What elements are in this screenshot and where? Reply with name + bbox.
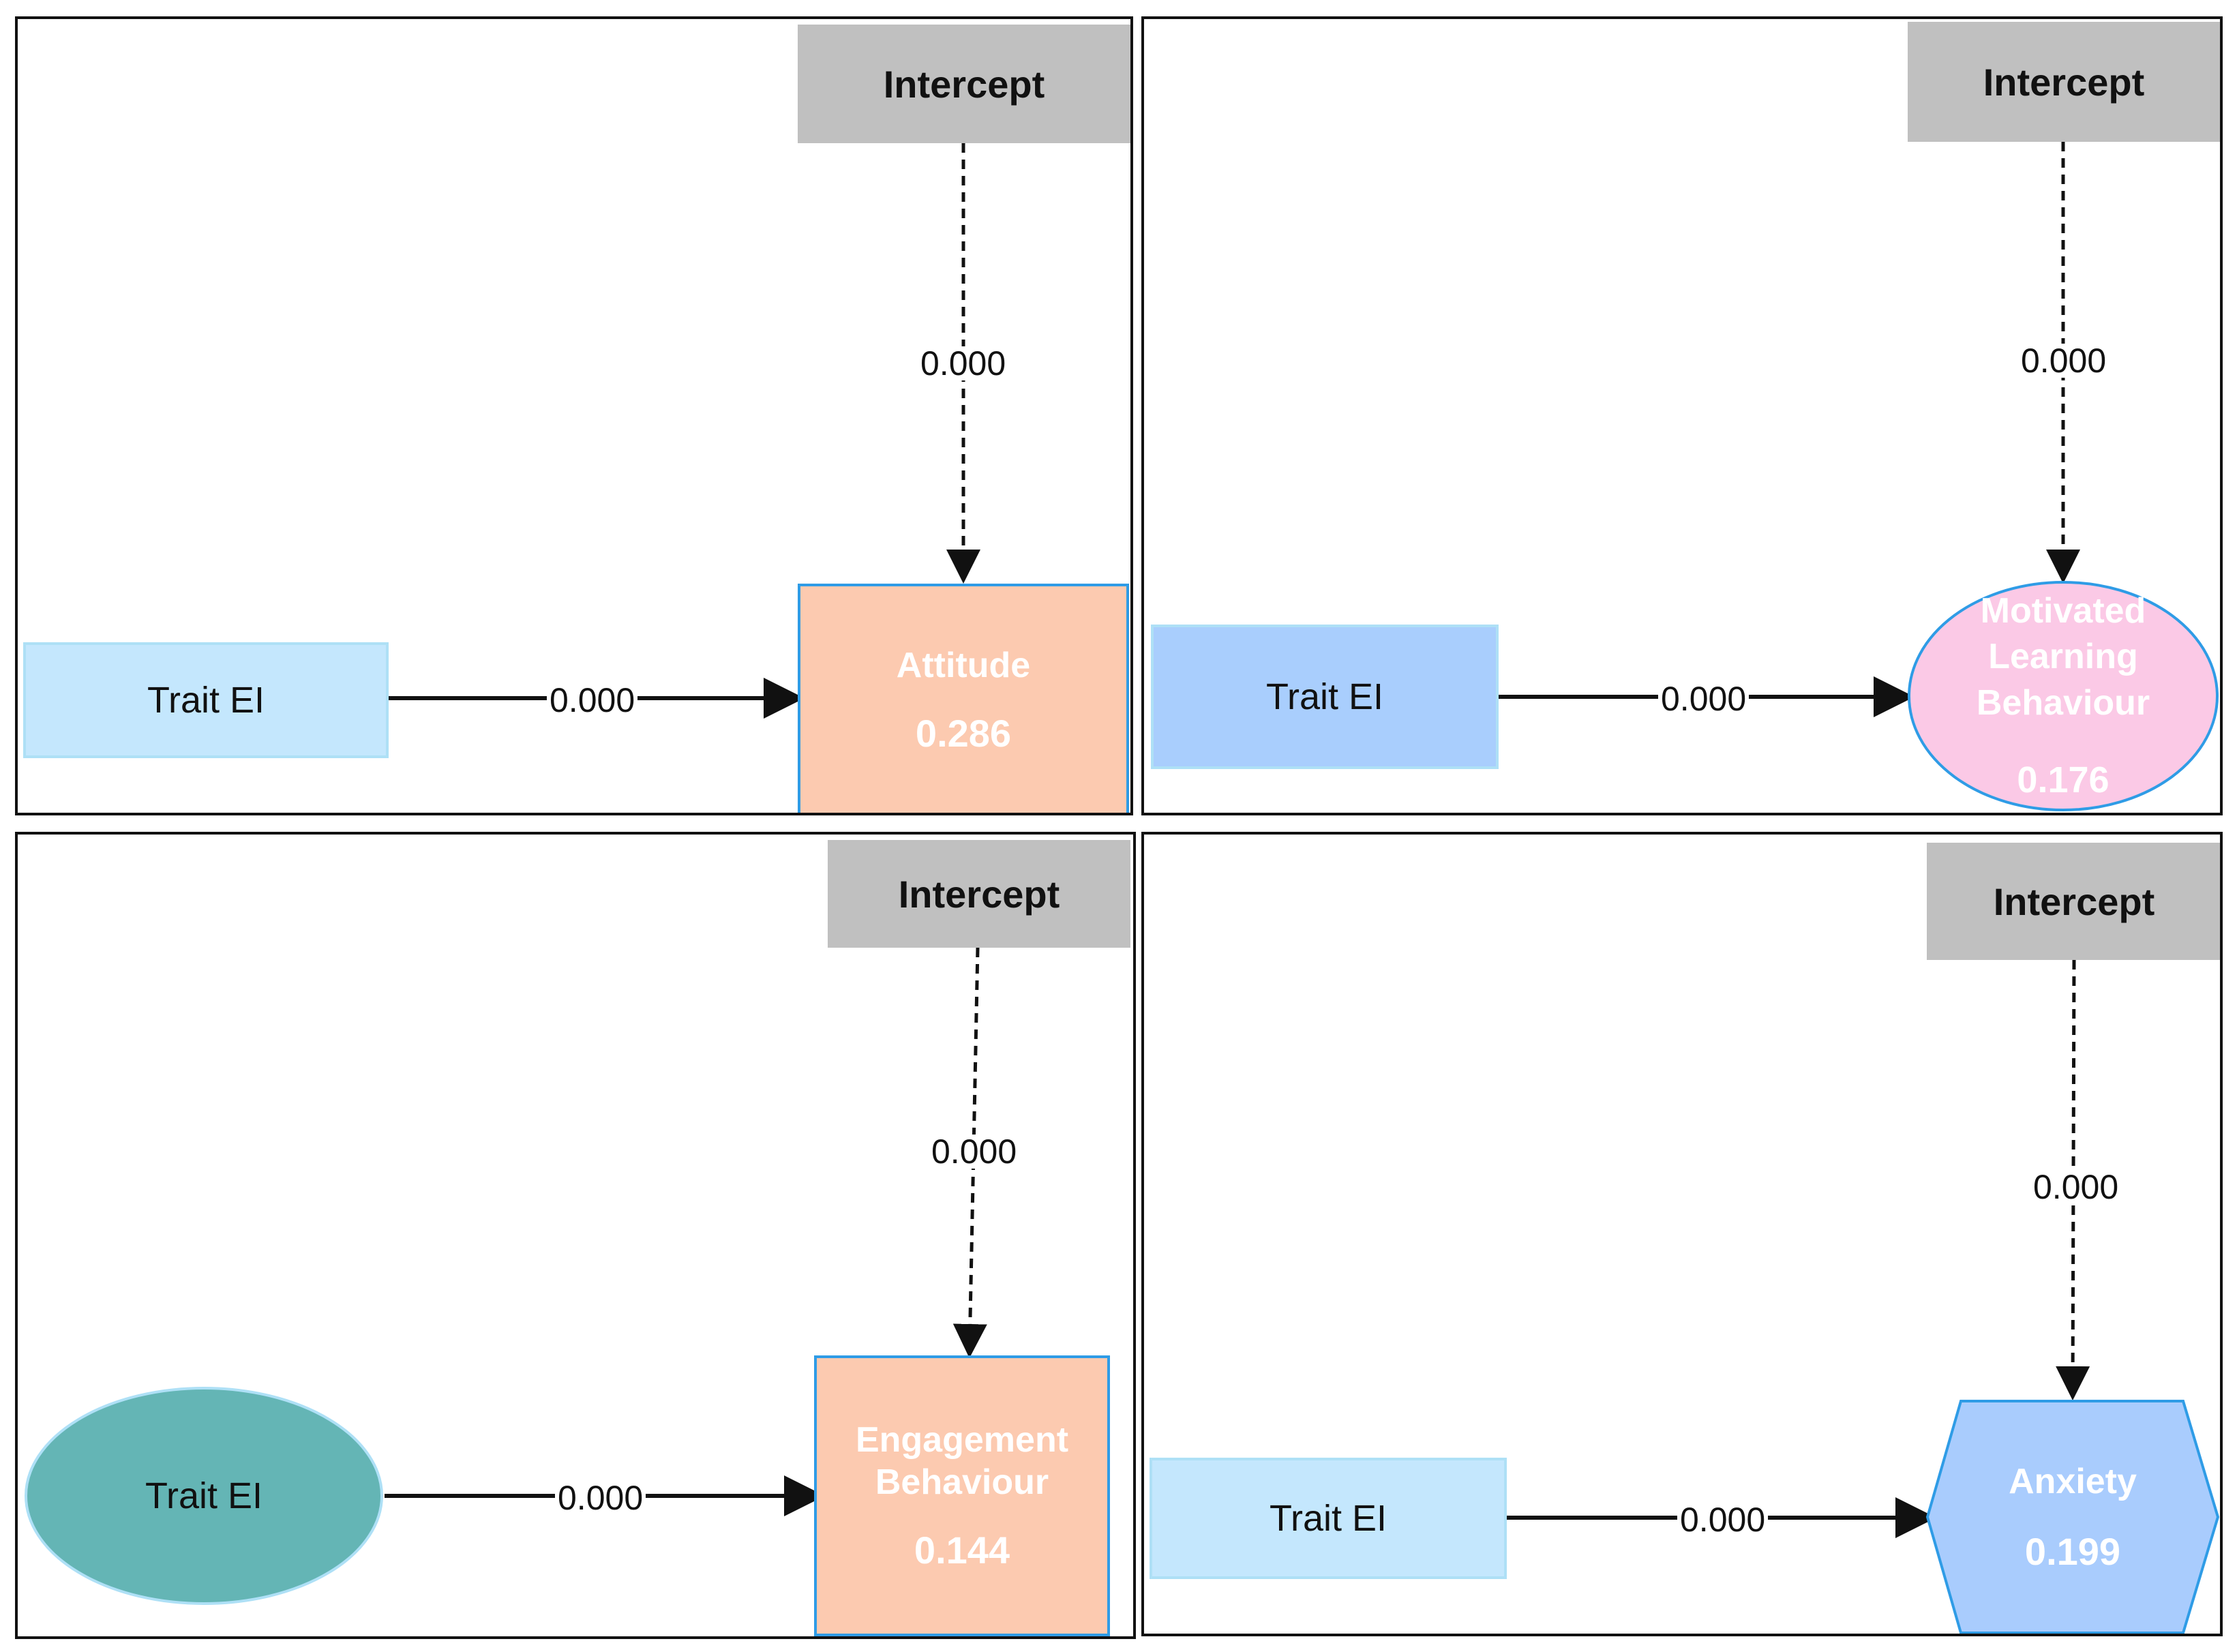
ellipse-shape [1908,581,2219,811]
panel-motivated-learning: Intercept 0.000 Trait EI 0.000 Motivated… [1141,16,2223,815]
intercept-path-coefficient: 0.000 [2030,1170,2122,1204]
anxiety-label: Anxiety [2009,1461,2137,1501]
intercept-label: Intercept [883,62,1045,106]
trait-ei-node[interactable]: Trait EI [23,1385,385,1606]
intercept-path-coefficient: 0.000 [2018,344,2110,378]
intercept-node[interactable]: Intercept [828,840,1130,948]
intercept-node[interactable]: Intercept [1908,22,2220,142]
intercept-node[interactable]: Intercept [1927,843,2220,960]
trait-ei-label: Trait EI [1269,1498,1387,1539]
engagement-r2: 0.144 [914,1528,1010,1572]
motivated-learning-behaviour-node[interactable]: Motivated Learning Behaviour 0.176 [1906,580,2220,813]
engagement-label-line-2: Behaviour [875,1462,1049,1503]
engagement-behaviour-node[interactable]: Engagement Behaviour 0.144 [814,1355,1110,1636]
ellipse-shape [25,1387,383,1605]
panel-anxiety: Intercept 0.000 Trait EI 0.000 Anxiety 0… [1141,832,2223,1636]
anxiety-node[interactable]: Anxiety 0.199 [1925,1399,2220,1634]
hexagon-shape [1925,1400,2220,1634]
motivated-label-line-1: Motivated [1980,590,2146,631]
attitude-node[interactable]: Attitude 0.286 [798,584,1129,813]
attitude-r2: 0.286 [915,711,1012,755]
intercept-label: Intercept [1993,880,2155,923]
intercept-path-coefficient: 0.000 [918,346,1009,380]
panel-attitude: Intercept 0.000 Trait EI 0.000 Attitude … [15,16,1133,815]
predictor-path-coefficient: 0.000 [547,683,638,717]
intercept-path-coefficient: 0.000 [929,1135,1020,1169]
intercept-label: Intercept [898,872,1060,916]
trait-ei-node[interactable]: Trait EI [23,642,389,758]
trait-ei-node[interactable]: Trait EI [1150,1458,1507,1579]
motivated-label-line-2: Learning [1988,637,2138,677]
predictor-path-coefficient: 0.000 [1677,1503,1769,1537]
predictor-path-coefficient: 0.000 [555,1481,646,1515]
motivated-label-line-3: Behaviour [1976,682,2150,723]
motivated-learning-r2: 0.176 [2017,760,2110,801]
anxiety-r2: 0.199 [2024,1529,2121,1573]
trait-ei-label: Trait EI [147,680,265,721]
trait-ei-label: Trait EI [145,1475,263,1516]
intercept-label: Intercept [1983,60,2145,104]
panel-engagement-behaviour: Intercept 0.000 Trait EI 0.000 Engagemen… [15,832,1136,1639]
trait-ei-label: Trait EI [1265,676,1384,717]
engagement-label-line-1: Engagement [855,1420,1069,1460]
attitude-label: Attitude [896,646,1031,686]
intercept-node[interactable]: Intercept [798,25,1130,143]
predictor-path-coefficient: 0.000 [1658,682,1750,716]
trait-ei-node[interactable]: Trait EI [1151,625,1499,769]
